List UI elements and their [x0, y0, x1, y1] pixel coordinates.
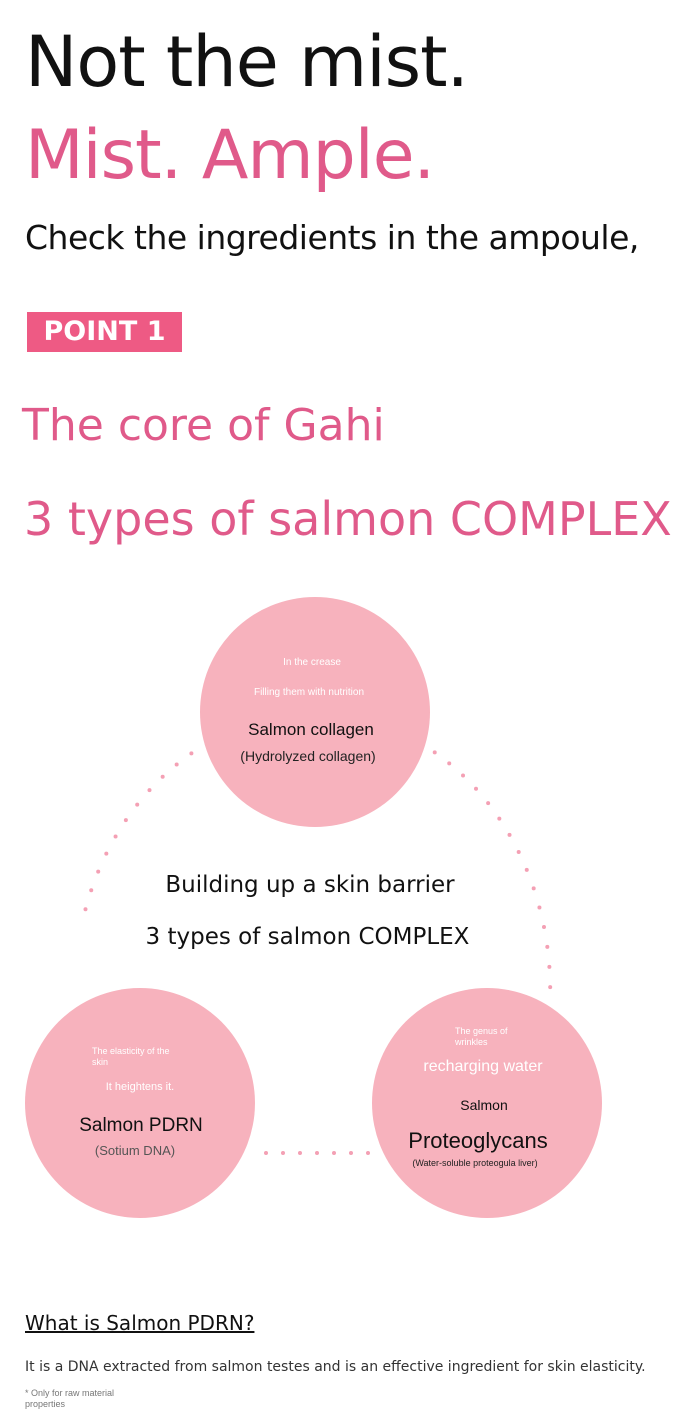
section-title-line2: 3 types of salmon COMPLEX [24, 492, 672, 546]
info-answer: It is a DNA extracted from salmon testes… [25, 1359, 646, 1375]
top-title: Salmon collagen [248, 720, 374, 739]
left-caption2: It heightens it. [106, 1081, 175, 1093]
info-question: What is Salmon PDRN? [25, 1311, 255, 1335]
connector-dot [113, 834, 118, 839]
connector-dot [474, 786, 479, 791]
connector-dot [548, 985, 553, 990]
diagram-center-line2: 3 types of salmon COMPLEX [145, 924, 470, 950]
connector-dot [545, 944, 550, 949]
circle-right [372, 988, 602, 1218]
left-detail: (Sotium DNA) [95, 1143, 175, 1158]
right-title: Proteoglycans [408, 1128, 547, 1153]
right-caption1b: wrinkles [454, 1037, 488, 1047]
connector-dot [537, 905, 542, 910]
connector-dot [432, 750, 437, 755]
connector-dot [104, 851, 109, 856]
right-caption2: recharging water [423, 1058, 543, 1075]
connector-dot [497, 816, 502, 821]
connector-dot [541, 924, 546, 929]
connector-dot [486, 801, 491, 806]
connector-dot [298, 1151, 302, 1155]
headline-subtitle: Check the ingredients in the ampoule, [25, 218, 639, 257]
connector-dot [507, 832, 512, 837]
left-caption1b: skin [92, 1057, 108, 1067]
point-badge: POINT 1 [27, 312, 182, 352]
connector-dot [315, 1151, 319, 1155]
connector-dot [447, 761, 452, 766]
diagram-center-line1: Building up a skin barrier [165, 872, 455, 898]
connector-dot [96, 869, 101, 874]
top-caption1: In the crease [283, 657, 341, 668]
connector-dot [366, 1151, 370, 1155]
left-caption1: The elasticity of the [92, 1046, 170, 1056]
connector-dot [135, 802, 140, 807]
left-title: Salmon PDRN [79, 1115, 203, 1136]
circle-top [200, 597, 430, 827]
headline-line1: Not the mist. [25, 21, 469, 103]
connector-dot [461, 773, 466, 778]
connector-dot [83, 907, 88, 912]
connector-dot [264, 1151, 268, 1155]
complex-diagram: In the crease Filling them with nutritio… [25, 597, 602, 1218]
section-title-line1: The core of Gahi [22, 400, 385, 451]
top-detail: (Hydrolyzed collagen) [240, 748, 375, 764]
connector-dot [147, 788, 152, 793]
connector-dot [160, 774, 165, 779]
connector-dot [531, 886, 536, 891]
connector-dot [174, 762, 179, 767]
headline-line2: Mist. Ample. [25, 116, 435, 195]
right-caption1: The genus of [455, 1026, 508, 1036]
connector-dot [189, 751, 194, 756]
circle-left [25, 988, 255, 1218]
connector-dot [349, 1151, 353, 1155]
right-detail: (Water-soluble proteogula liver) [412, 1158, 537, 1168]
info-note: * Only for raw material properties [25, 1388, 115, 1409]
connector-dot [89, 888, 94, 893]
right-title-small: Salmon [460, 1097, 507, 1113]
connector-dot [332, 1151, 336, 1155]
connector-dot [524, 867, 529, 872]
connector-dot [281, 1151, 285, 1155]
top-caption2: Filling them with nutrition [254, 687, 364, 698]
connector-dot [123, 818, 128, 823]
connector-dot [516, 850, 521, 854]
connector-dot [547, 964, 552, 969]
